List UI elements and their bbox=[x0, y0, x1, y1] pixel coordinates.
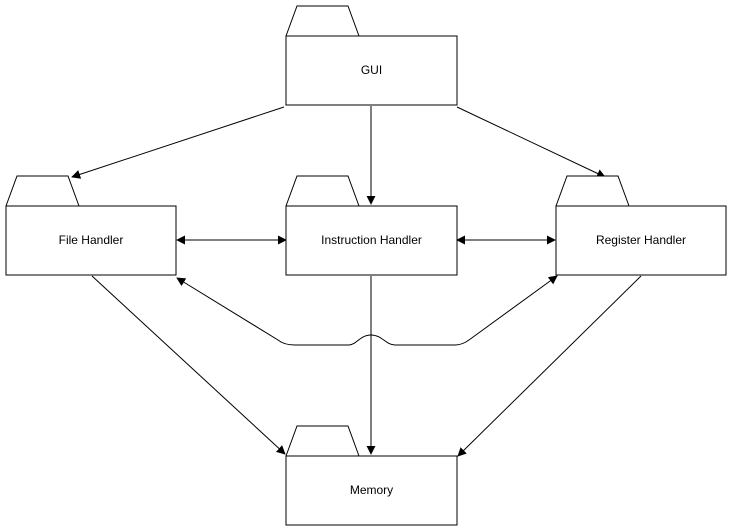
package-tab bbox=[285, 5, 360, 37]
package-tab bbox=[5, 175, 80, 207]
package-body bbox=[5, 205, 177, 276]
package-register-handler[interactable]: Register Handler bbox=[555, 175, 727, 276]
package-file-handler[interactable]: File Handler bbox=[5, 175, 177, 276]
edge-gui-to-register-handler bbox=[456, 106, 606, 178]
package-label-memory: Memory bbox=[350, 483, 393, 497]
package-label-register-handler: Register Handler bbox=[596, 233, 686, 247]
edge-gui-to-file-handler bbox=[71, 106, 285, 179]
edge-file-register-bidirectional bbox=[176, 275, 558, 346]
edge-file-handler-to-memory bbox=[91, 275, 286, 455]
edges bbox=[71, 106, 642, 457]
package-body bbox=[285, 455, 458, 526]
package-instruction-handler[interactable]: Instruction Handler bbox=[285, 175, 458, 276]
edge-register-handler-to-memory bbox=[457, 275, 642, 457]
package-tab bbox=[285, 425, 360, 457]
package-body bbox=[285, 205, 458, 276]
package-gui[interactable]: GUI bbox=[285, 5, 458, 106]
package-body bbox=[285, 35, 458, 106]
package-body bbox=[555, 205, 727, 276]
package-memory[interactable]: Memory bbox=[285, 425, 458, 526]
package-label-file-handler: File Handler bbox=[59, 233, 124, 247]
package-tab bbox=[285, 175, 360, 207]
package-label-gui: GUI bbox=[361, 63, 382, 77]
package-label-instruction-handler: Instruction Handler bbox=[321, 233, 422, 247]
package-tab bbox=[555, 175, 630, 207]
